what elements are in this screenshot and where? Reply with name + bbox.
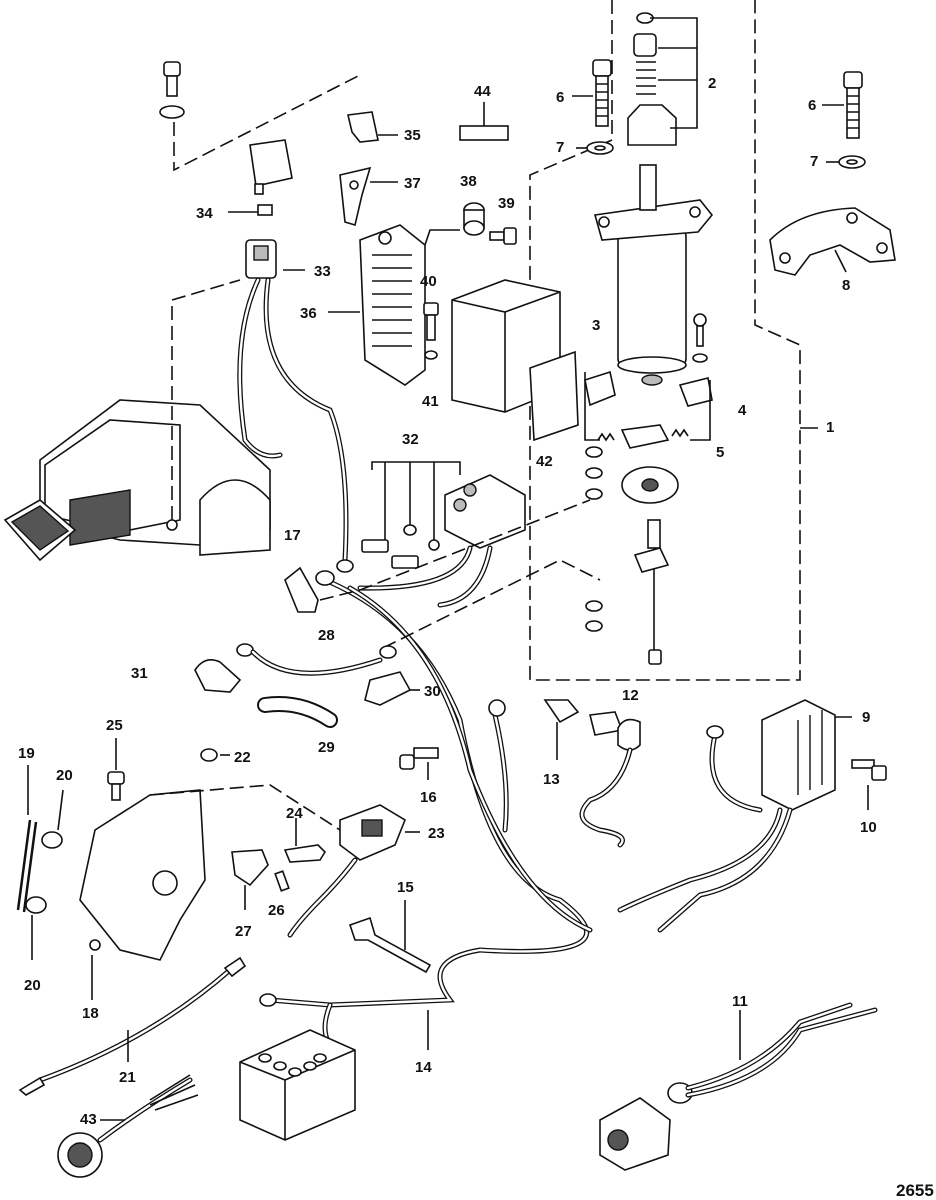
callout-31: 31 — [131, 665, 148, 682]
ground-strap-37 — [339, 166, 398, 227]
callout-24: 24 — [286, 805, 303, 822]
through-rod — [585, 446, 670, 665]
callout-13: 13 — [543, 771, 560, 788]
harness-21 — [18, 956, 247, 1096]
callout-1: 1 — [826, 419, 834, 436]
screw-39 — [489, 227, 517, 245]
label-44 — [459, 102, 509, 141]
boot-31 — [194, 659, 242, 693]
callout-32: 32 — [402, 431, 419, 448]
decal-42 — [529, 350, 579, 442]
callout-36: 36 — [300, 305, 317, 322]
callout-33: 33 — [314, 263, 331, 280]
callout-8: 8 — [842, 277, 850, 294]
clip-27 — [231, 849, 269, 910]
boot-30 — [364, 671, 420, 706]
callout-22: 22 — [234, 749, 251, 766]
callout-40: 40 — [420, 273, 437, 290]
retainer-13 — [543, 699, 580, 760]
rectifier-36 — [328, 224, 460, 386]
figure-number: 2655 — [896, 1181, 934, 1200]
harness-wires-33 — [237, 277, 354, 573]
battery-cable-14 — [259, 570, 593, 1055]
callout-41: 41 — [422, 393, 439, 410]
tie-15 — [348, 900, 432, 974]
callout-5: 5 — [716, 444, 724, 461]
starter-bracket — [769, 207, 896, 276]
relay-body — [228, 139, 293, 216]
key-switch-12 — [579, 711, 641, 848]
callout-20-lower: 20 — [24, 977, 41, 994]
callout-30: 30 — [424, 683, 441, 700]
screw-40 — [423, 302, 439, 360]
callout-19: 19 — [18, 745, 35, 762]
callout-26: 26 — [268, 902, 285, 919]
callout-labels: 1 2 3 4 5 6 6 7 7 8 9 10 11 12 13 14 15 … — [18, 75, 877, 1128]
battery — [239, 1029, 356, 1141]
callout-2: 2 — [708, 75, 716, 92]
callout-44: 44 — [474, 83, 491, 100]
callout-23: 23 — [428, 825, 445, 842]
bushing-38 — [463, 202, 485, 236]
connector-33 — [245, 239, 305, 279]
switch-23 — [287, 804, 420, 938]
callout-43: 43 — [80, 1111, 97, 1128]
screw-25 — [107, 738, 125, 801]
drive-kit — [627, 12, 698, 146]
starter-solenoid — [357, 461, 526, 608]
callout-15: 15 — [397, 879, 414, 896]
pin-24 — [283, 818, 327, 863]
callout-6-right: 6 — [808, 97, 816, 114]
callout-7-right: 7 — [810, 153, 818, 170]
mount-bracket-18 — [79, 784, 341, 1000]
callout-17: 17 — [284, 527, 301, 544]
callout-3: 3 — [592, 317, 600, 334]
callout-10: 10 — [860, 819, 877, 836]
callout-27: 27 — [235, 923, 252, 940]
harness-43 — [57, 1074, 199, 1178]
callout-11: 11 — [732, 993, 748, 1010]
bracket-bolt-right — [822, 71, 866, 169]
callout-29: 29 — [318, 739, 335, 756]
callout-28: 28 — [318, 627, 335, 644]
through-bolt-left — [572, 59, 614, 155]
starter-assembly-outline — [529, 0, 818, 681]
callout-14: 14 — [415, 1059, 432, 1076]
regulator-9 — [617, 699, 852, 933]
callout-25: 25 — [106, 717, 123, 734]
callout-34: 34 — [196, 205, 213, 222]
callout-16: 16 — [420, 789, 437, 806]
screw-10 — [851, 759, 887, 810]
clip-20 — [25, 789, 64, 960]
callout-12: 12 — [622, 687, 639, 704]
callout-42: 42 — [536, 453, 553, 470]
hose-29 — [257, 696, 338, 728]
engine-housing — [3, 279, 271, 562]
callout-21: 21 — [119, 1069, 136, 1086]
callout-39: 39 — [498, 195, 515, 212]
harness-11 — [599, 1002, 878, 1171]
callout-6-left: 6 — [556, 89, 564, 106]
callout-9: 9 — [862, 709, 870, 726]
callout-20-upper: 20 — [56, 767, 73, 784]
assembly-leaders — [319, 499, 601, 649]
starter-motor — [593, 164, 714, 386]
callout-7-left: 7 — [556, 139, 564, 156]
callout-4: 4 — [738, 402, 747, 419]
relay-clip — [347, 111, 398, 143]
callout-18: 18 — [82, 1005, 99, 1022]
brush-set — [584, 313, 713, 504]
callout-38: 38 — [460, 173, 477, 190]
relay-mount-hardware — [159, 61, 361, 172]
boot-17 — [284, 566, 319, 613]
callout-35: 35 — [404, 127, 421, 144]
link-19 — [16, 765, 38, 913]
pin-26 — [274, 870, 290, 892]
screw-16 — [399, 747, 439, 780]
screw-22 — [200, 748, 230, 762]
callout-37: 37 — [404, 175, 421, 192]
cable-28 — [236, 643, 397, 676]
